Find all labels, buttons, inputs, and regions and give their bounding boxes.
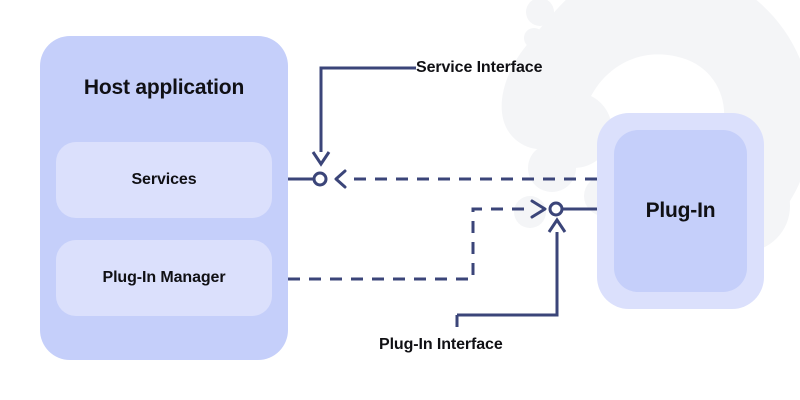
host-application-title: Host application <box>83 76 245 99</box>
plugin-interface-leader <box>457 232 559 317</box>
service-interface-leader <box>319 66 416 152</box>
plugin-interface-dependency-arrowhead <box>530 199 547 219</box>
service-interface-label: Service Interface <box>416 59 543 76</box>
plugin-interface-label: Plug-In Interface <box>379 336 503 353</box>
plugin-interface-dependency-line <box>288 207 533 281</box>
host-card-plugin-manager[interactable]: Plug-In Manager <box>56 240 272 316</box>
host-card-services[interactable]: Services <box>56 142 272 218</box>
service-interface-leader-arrowhead <box>311 151 331 167</box>
plugin-interface-ball <box>548 201 564 217</box>
plugin-box[interactable]: Plug-In <box>597 113 764 309</box>
service-interface-ball <box>312 171 328 187</box>
plugin-label: Plug-In <box>645 199 716 222</box>
plugin-interface-leader-arrowhead <box>547 217 567 233</box>
host-card-services-label: Services <box>131 171 197 188</box>
host-application-box[interactable]: Host application Services Plug-In Manage… <box>40 36 288 360</box>
service-interface-socket <box>334 169 347 189</box>
host-card-plugin-manager-label: Plug-In Manager <box>102 269 226 286</box>
plugin-inner-box: Plug-In <box>614 130 747 292</box>
